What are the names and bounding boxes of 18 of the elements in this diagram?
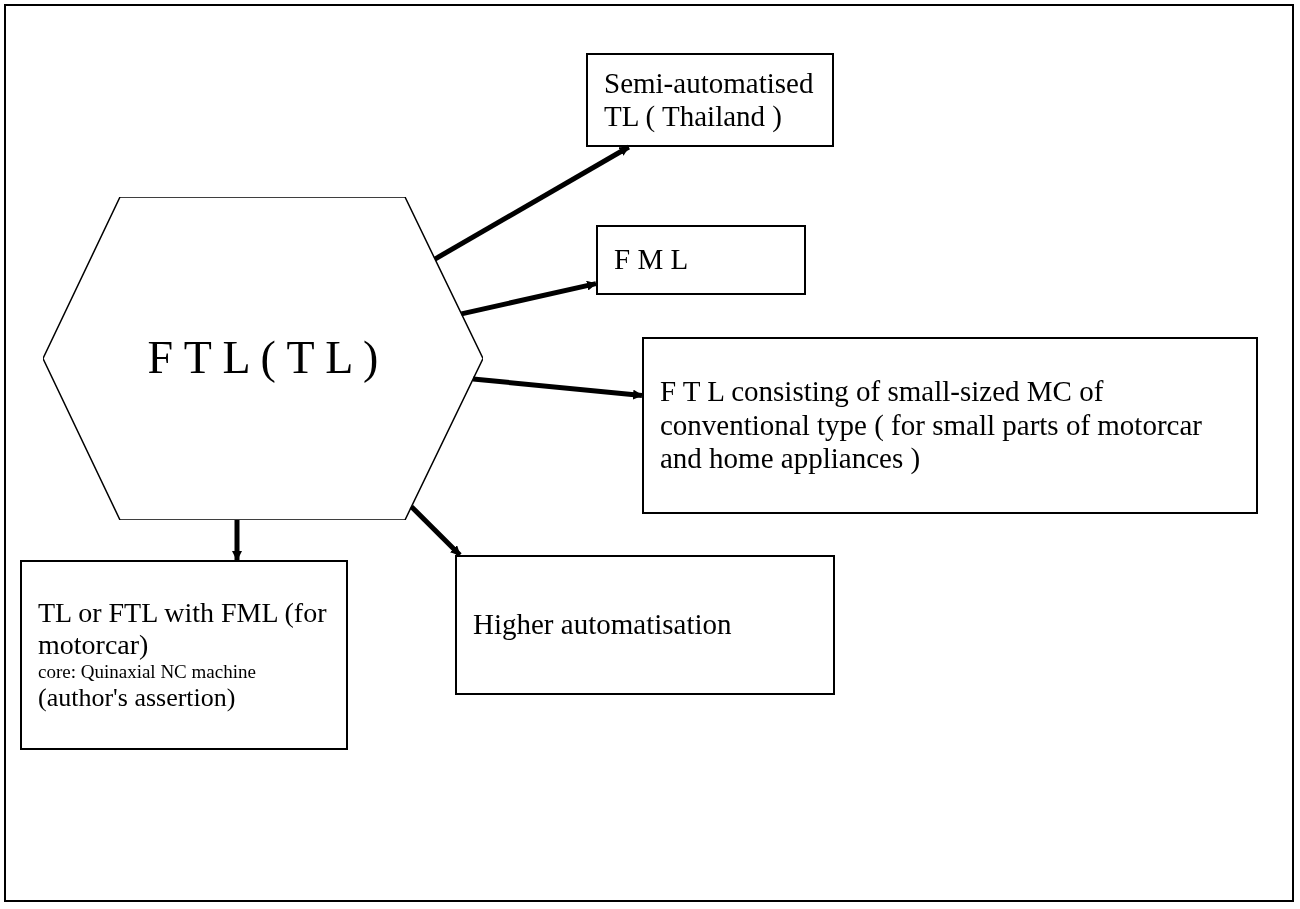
arrow: [232, 520, 242, 561]
arrow: [460, 280, 597, 317]
node-label: F T L ( T L ): [147, 332, 379, 385]
process-box: [20, 560, 348, 750]
box-text: Higher automatisation: [473, 608, 732, 642]
process-box: [642, 337, 1258, 514]
box-text: core: Quinaxial NC machine: [38, 661, 256, 684]
arrow: [433, 144, 630, 262]
box-text: Semi-automatised TL ( Thailand ): [604, 66, 815, 134]
arrow: [409, 504, 462, 557]
arrow: [472, 376, 643, 400]
box-text: (author's assertion): [38, 683, 236, 714]
process-box: [586, 53, 834, 147]
process-box: [596, 225, 806, 295]
box-text: F M L: [614, 243, 689, 277]
box-text: TL or FTL with FML (for motorcar): [38, 596, 328, 662]
box-text: F T L consisting of small-sized MC of conventional type ( for small parts of motorcar and home appliances ): [660, 375, 1203, 476]
process-box: [455, 555, 835, 695]
